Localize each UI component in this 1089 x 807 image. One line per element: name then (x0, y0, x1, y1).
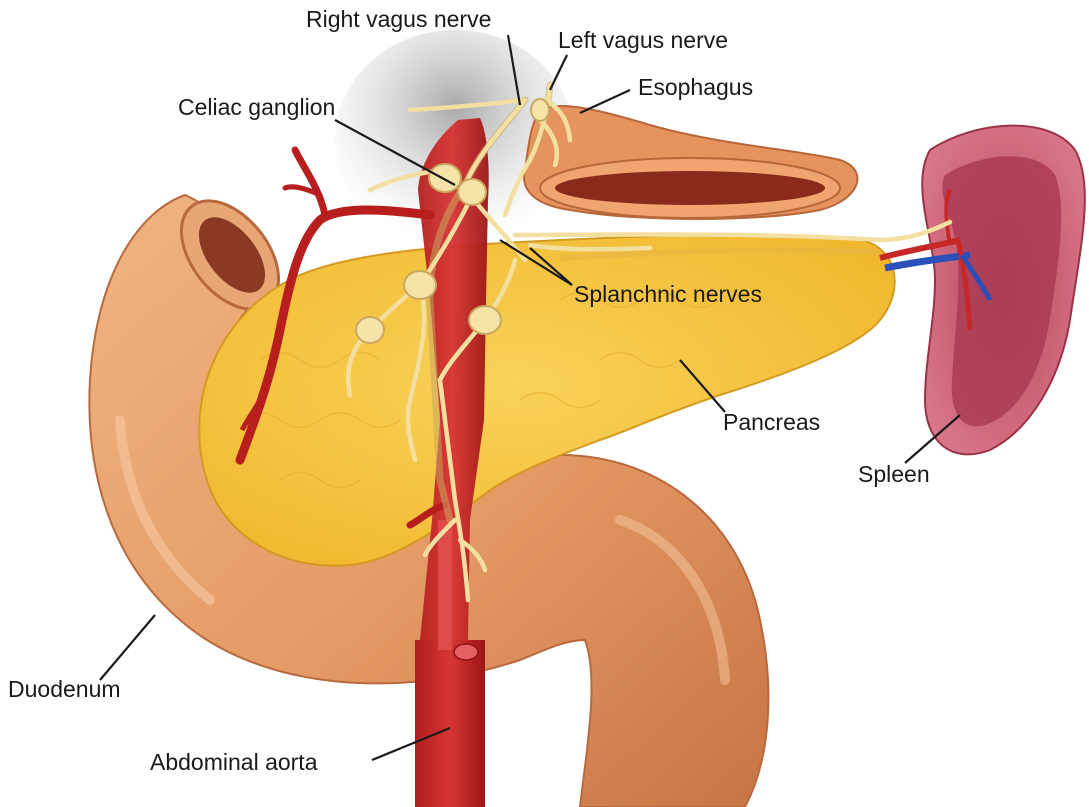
spleen (880, 126, 1085, 455)
label-celiac-ganglion: Celiac ganglion (178, 94, 335, 120)
label-esophagus: Esophagus (638, 74, 753, 100)
leader-esophagus (580, 90, 630, 113)
esophagus-lumen (555, 171, 825, 205)
label-spleen: Spleen (858, 461, 930, 487)
label-duodenum: Duodenum (8, 676, 121, 702)
leader-duodenum (100, 615, 155, 680)
label-right-vagus-nerve: Right vagus nerve (306, 6, 491, 32)
celiac-ganglion-body (429, 164, 461, 192)
label-left-vagus-nerve: Left vagus nerve (558, 27, 728, 53)
label-abdominal-aorta: Abdominal aorta (150, 749, 318, 775)
label-pancreas: Pancreas (723, 409, 820, 435)
esophagus (524, 106, 857, 219)
label-splanchnic-nerves: Splanchnic nerves (574, 281, 762, 307)
